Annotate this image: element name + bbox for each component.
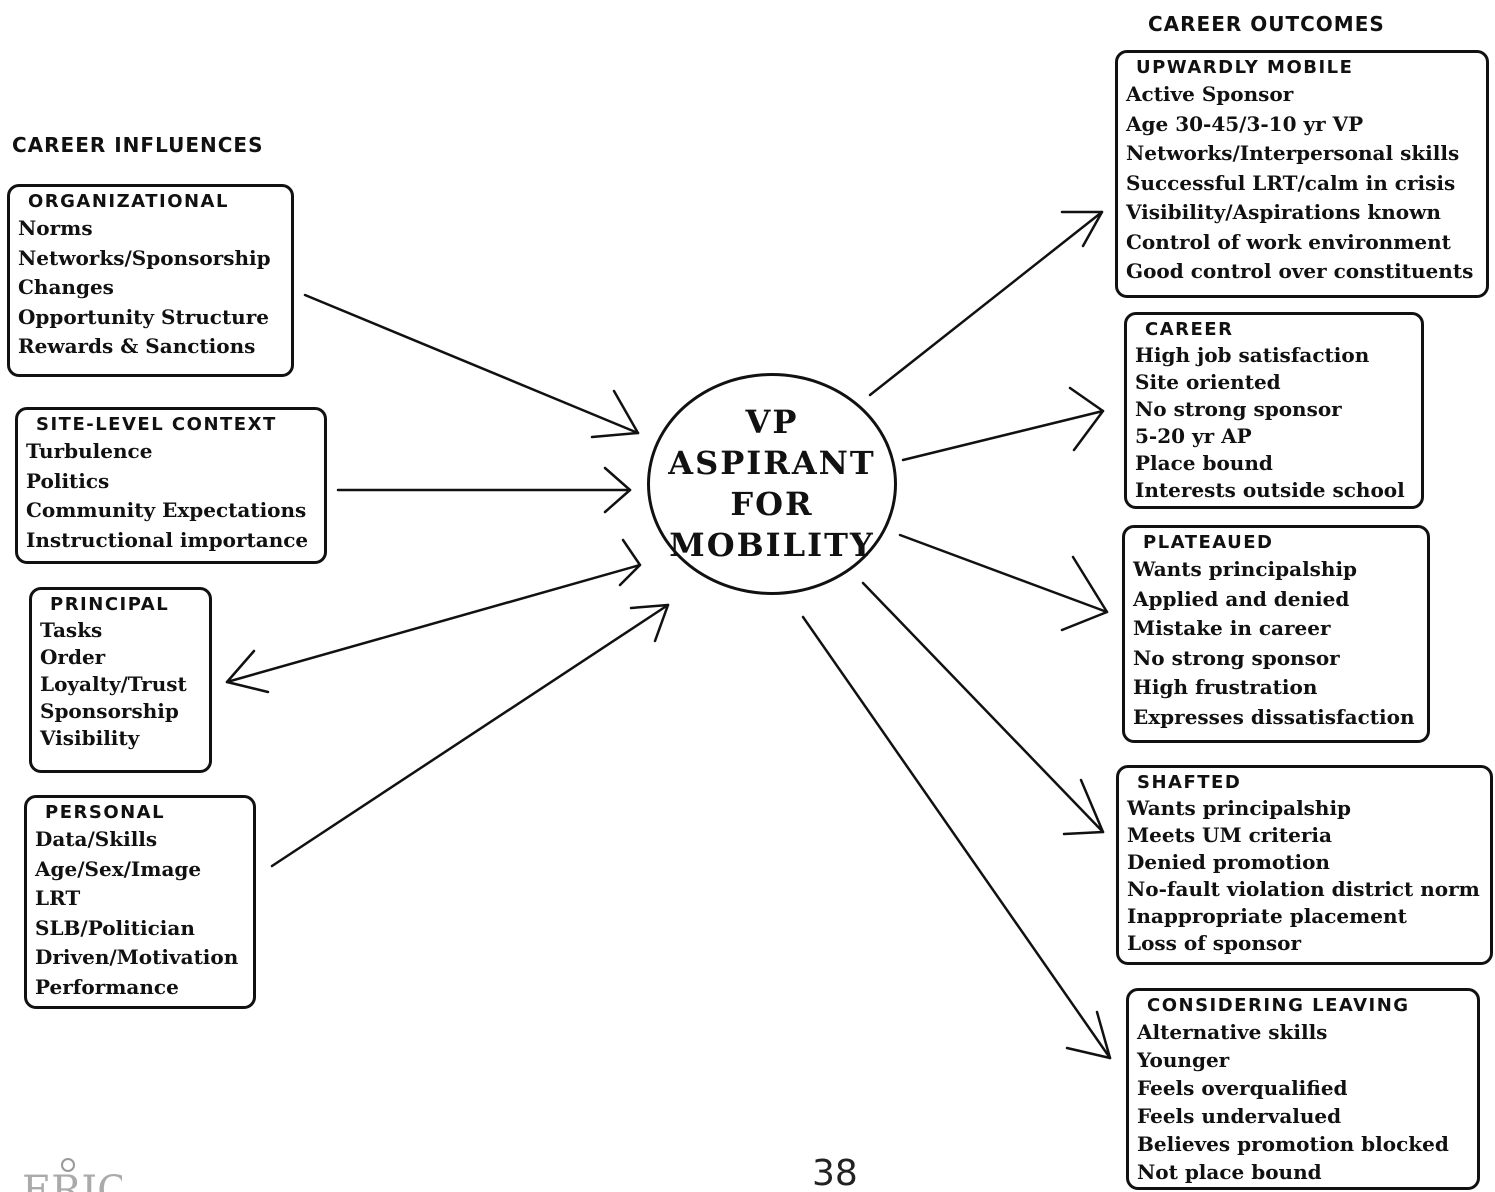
list-item: Place bound bbox=[1135, 451, 1273, 475]
outcome-title: CAREER bbox=[1145, 319, 1234, 340]
page-number: 38 bbox=[812, 1153, 858, 1192]
outcome-box-considering-leaving: CONSIDERING LEAVING Alternative skills Y… bbox=[1126, 988, 1480, 1190]
list-item: Applied and denied bbox=[1133, 586, 1350, 611]
list-item: Opportunity Structure bbox=[18, 304, 269, 329]
eric-logo: ERIC bbox=[22, 1158, 122, 1192]
outcome-items: Alternative skills Younger Feels overqua… bbox=[1137, 1018, 1469, 1186]
list-item: Believes promotion blocked bbox=[1137, 1132, 1449, 1156]
influence-title: PRINCIPAL bbox=[50, 594, 170, 615]
outcome-box-plateaued: PLATEAUED Wants principalship Applied an… bbox=[1122, 525, 1430, 743]
list-item: Performance bbox=[35, 974, 179, 999]
list-item: Interests outside school bbox=[1135, 478, 1405, 502]
arrow-site-level-to-center bbox=[336, 466, 632, 514]
list-item: Inappropriate placement bbox=[1127, 904, 1407, 928]
list-item: No strong sponsor bbox=[1133, 645, 1340, 670]
list-item: No strong sponsor bbox=[1135, 397, 1342, 421]
influence-title: PERSONAL bbox=[45, 802, 166, 823]
influence-items: Turbulence Politics Community Expectatio… bbox=[26, 437, 316, 555]
influence-title: SITE-LEVEL CONTEXT bbox=[36, 414, 277, 435]
outcome-items: Wants principalship Meets UM criteria De… bbox=[1127, 795, 1482, 957]
list-item: Instructional importance bbox=[26, 527, 309, 552]
center-line: FOR bbox=[730, 485, 814, 523]
list-item: Meets UM criteria bbox=[1127, 823, 1332, 847]
list-item: Feels undervalued bbox=[1137, 1104, 1342, 1128]
list-item: Visibility bbox=[40, 726, 140, 750]
list-item: Sponsorship bbox=[40, 699, 179, 723]
outcome-items: Active Sponsor Age 30-45/3-10 yr VP Netw… bbox=[1126, 80, 1478, 287]
list-item: Loyalty/Trust bbox=[40, 672, 187, 696]
center-line: MOBILITY bbox=[669, 526, 875, 564]
list-item: Feels overqualified bbox=[1137, 1076, 1348, 1100]
outcome-title: SHAFTED bbox=[1137, 772, 1242, 793]
list-item: Age 30-45/3-10 yr VP bbox=[1126, 111, 1364, 136]
arrow-organizational-to-center bbox=[303, 293, 640, 439]
list-item: Driven/Motivation bbox=[35, 945, 239, 969]
list-item: Younger bbox=[1137, 1048, 1230, 1072]
list-item: Successful LRT/calm in crisis bbox=[1126, 170, 1456, 195]
outcome-items: Wants principalship Applied and denied M… bbox=[1133, 555, 1419, 732]
outcome-box-shafted: SHAFTED Wants principalship Meets UM cri… bbox=[1116, 765, 1493, 965]
list-item: Tasks bbox=[40, 618, 103, 642]
influence-items: Tasks Order Loyalty/Trust Sponsorship Vi… bbox=[40, 617, 201, 752]
list-item: Community Expectations bbox=[26, 498, 307, 522]
outcome-title: CONSIDERING LEAVING bbox=[1147, 995, 1410, 1016]
influence-box-organizational: ORGANIZATIONAL Norms Networks/Sponsorshi… bbox=[7, 184, 294, 377]
arrow-center-to-shafted bbox=[861, 581, 1105, 836]
list-item: Order bbox=[40, 645, 106, 669]
list-item: Changes bbox=[18, 275, 114, 299]
list-item: Not place bound bbox=[1137, 1160, 1322, 1184]
list-item: High frustration bbox=[1133, 675, 1318, 699]
list-item: Politics bbox=[26, 468, 110, 493]
influence-box-personal: PERSONAL Data/Skills Age/Sex/Image LRT S… bbox=[24, 795, 256, 1009]
outcome-box-career: CAREER High job satisfaction Site orient… bbox=[1124, 312, 1424, 509]
outcome-title: UPWARDLY MOBILE bbox=[1136, 57, 1354, 78]
career-outcomes-heading: CAREER OUTCOMES bbox=[1148, 12, 1385, 36]
logo-text: ERIC bbox=[22, 1168, 122, 1192]
list-item: Rewards & Sanctions bbox=[18, 334, 256, 358]
list-item: Denied promotion bbox=[1127, 850, 1330, 874]
outcome-items: High job satisfaction Site oriented No s… bbox=[1135, 342, 1413, 504]
list-item: 5-20 yr AP bbox=[1135, 424, 1252, 448]
list-item: Wants principalship bbox=[1127, 796, 1352, 820]
influence-items: Norms Networks/Sponsorship Changes Oppor… bbox=[18, 214, 283, 362]
list-item: Site oriented bbox=[1135, 370, 1281, 394]
list-item: Turbulence bbox=[26, 439, 153, 463]
list-item: Wants principalship bbox=[1133, 557, 1358, 581]
arrow-center-to-considering-leaving bbox=[801, 615, 1112, 1060]
list-item: Norms bbox=[18, 216, 93, 240]
arrow-center-to-principal bbox=[225, 538, 642, 694]
list-item: Age/Sex/Image bbox=[35, 856, 202, 881]
influence-title: ORGANIZATIONAL bbox=[28, 191, 229, 212]
arrow-center-to-upwardly-mobile bbox=[868, 210, 1104, 397]
list-item: Good control over constituents bbox=[1126, 259, 1474, 283]
list-item: SLB/Politician bbox=[35, 915, 195, 940]
center-line: ASPIRANT bbox=[668, 444, 876, 482]
influence-box-principal: PRINCIPAL Tasks Order Loyalty/Trust Spon… bbox=[29, 587, 212, 773]
list-item: Expresses dissatisfaction bbox=[1133, 704, 1415, 729]
center-line: VP bbox=[745, 403, 799, 441]
list-item: Mistake in career bbox=[1133, 616, 1331, 640]
outcome-box-upwardly-mobile: UPWARDLY MOBILE Active Sponsor Age 30-45… bbox=[1115, 50, 1489, 298]
vp-aspirant-node: VP ASPIRANT FOR MOBILITY bbox=[647, 373, 897, 595]
outcome-title: PLATEAUED bbox=[1143, 532, 1274, 553]
list-item: Networks/Interpersonal skills bbox=[1126, 141, 1460, 165]
arrow-center-to-plateaued bbox=[898, 533, 1109, 632]
list-item: Active Sponsor bbox=[1126, 82, 1294, 106]
arrow-personal-to-center bbox=[270, 603, 670, 868]
list-item: Control of work environment bbox=[1126, 229, 1451, 254]
list-item: Data/Skills bbox=[35, 827, 158, 851]
list-item: High job satisfaction bbox=[1135, 343, 1370, 367]
list-item: Visibility/Aspirations known bbox=[1126, 200, 1441, 224]
list-item: No-fault violation district norm bbox=[1127, 877, 1480, 901]
list-item: LRT bbox=[35, 886, 81, 910]
arrow-center-to-career bbox=[901, 386, 1105, 462]
influence-box-site-level-context: SITE-LEVEL CONTEXT Turbulence Politics C… bbox=[15, 407, 327, 564]
career-influences-heading: CAREER INFLUENCES bbox=[12, 133, 264, 157]
list-item: Alternative skills bbox=[1137, 1020, 1328, 1044]
list-item: Loss of sponsor bbox=[1127, 931, 1302, 955]
list-item: Networks/Sponsorship bbox=[18, 245, 271, 270]
influence-items: Data/Skills Age/Sex/Image LRT SLB/Politi… bbox=[35, 825, 245, 1002]
